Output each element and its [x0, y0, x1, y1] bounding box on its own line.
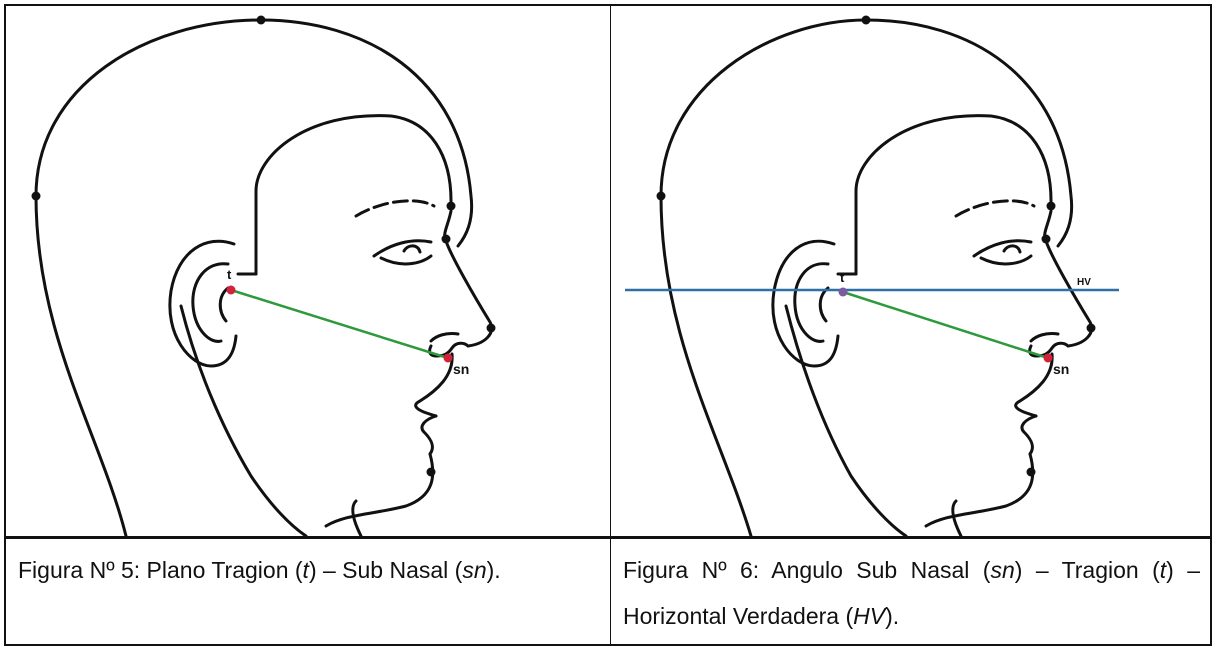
nasion-point [1042, 235, 1051, 244]
glabella-point [447, 202, 456, 211]
subnasal-label: sn [1053, 361, 1069, 377]
figure-5-caption-cell: Figura Nº 5: Plano Tragion (t) – Sub Nas… [4, 537, 611, 646]
figure-6-caption: Figura Nº 6: Angulo Sub Nasal (sn) – Tra… [623, 547, 1200, 639]
caption-text: ) – Sub Nasal ( [309, 557, 462, 583]
caption-italic-subnasal: sn [990, 557, 1014, 583]
figure-5-drawing: t sn [6, 6, 609, 536]
caption-text: ). [487, 557, 501, 583]
figure-5-cell: t sn [4, 4, 611, 538]
caption-italic-horizontal: HV [853, 603, 885, 629]
subnasal-point [444, 354, 453, 363]
anthropometric-points [657, 16, 1096, 477]
subnasal-point [1044, 354, 1053, 363]
figure-table: t sn [4, 4, 1212, 646]
tragion-point [839, 288, 848, 297]
figure-6-cell: t sn HV [610, 4, 1212, 538]
pronasale-point [487, 324, 496, 333]
head-outline [661, 20, 1092, 536]
tragion-subnasal-line [843, 292, 1048, 358]
figure-6-drawing: t sn HV [611, 6, 1209, 536]
gnathion-point [427, 468, 436, 477]
subnasal-label: sn [453, 361, 469, 377]
caption-text: Figura Nº 5: Plano Tragion ( [18, 557, 303, 583]
vertex-point [257, 16, 266, 25]
figure-5-caption: Figura Nº 5: Plano Tragion (t) – Sub Nas… [18, 547, 600, 593]
pronasale-point [1087, 324, 1096, 333]
vertex-point [862, 16, 871, 25]
caption-text: ). [885, 603, 899, 629]
tragion-subnasal-line [231, 290, 448, 358]
glabella-point [1047, 202, 1056, 211]
tragion-label: t [840, 270, 845, 285]
opisthocranion-point [657, 192, 666, 201]
tragion-label: t [227, 267, 232, 282]
gnathion-point [1027, 468, 1036, 477]
horizontal-true-label: HV [1077, 277, 1091, 288]
opisthocranion-point [32, 192, 41, 201]
head-outline [36, 20, 492, 536]
nasion-point [442, 235, 451, 244]
caption-text: ) – Tragion ( [1015, 557, 1160, 583]
caption-italic-subnasal: sn [462, 557, 486, 583]
tragion-point [227, 286, 236, 295]
caption-text: Figura Nº 6: Angulo Sub Nasal ( [623, 557, 990, 583]
figure-6-caption-cell: Figura Nº 6: Angulo Sub Nasal (sn) – Tra… [610, 537, 1212, 646]
